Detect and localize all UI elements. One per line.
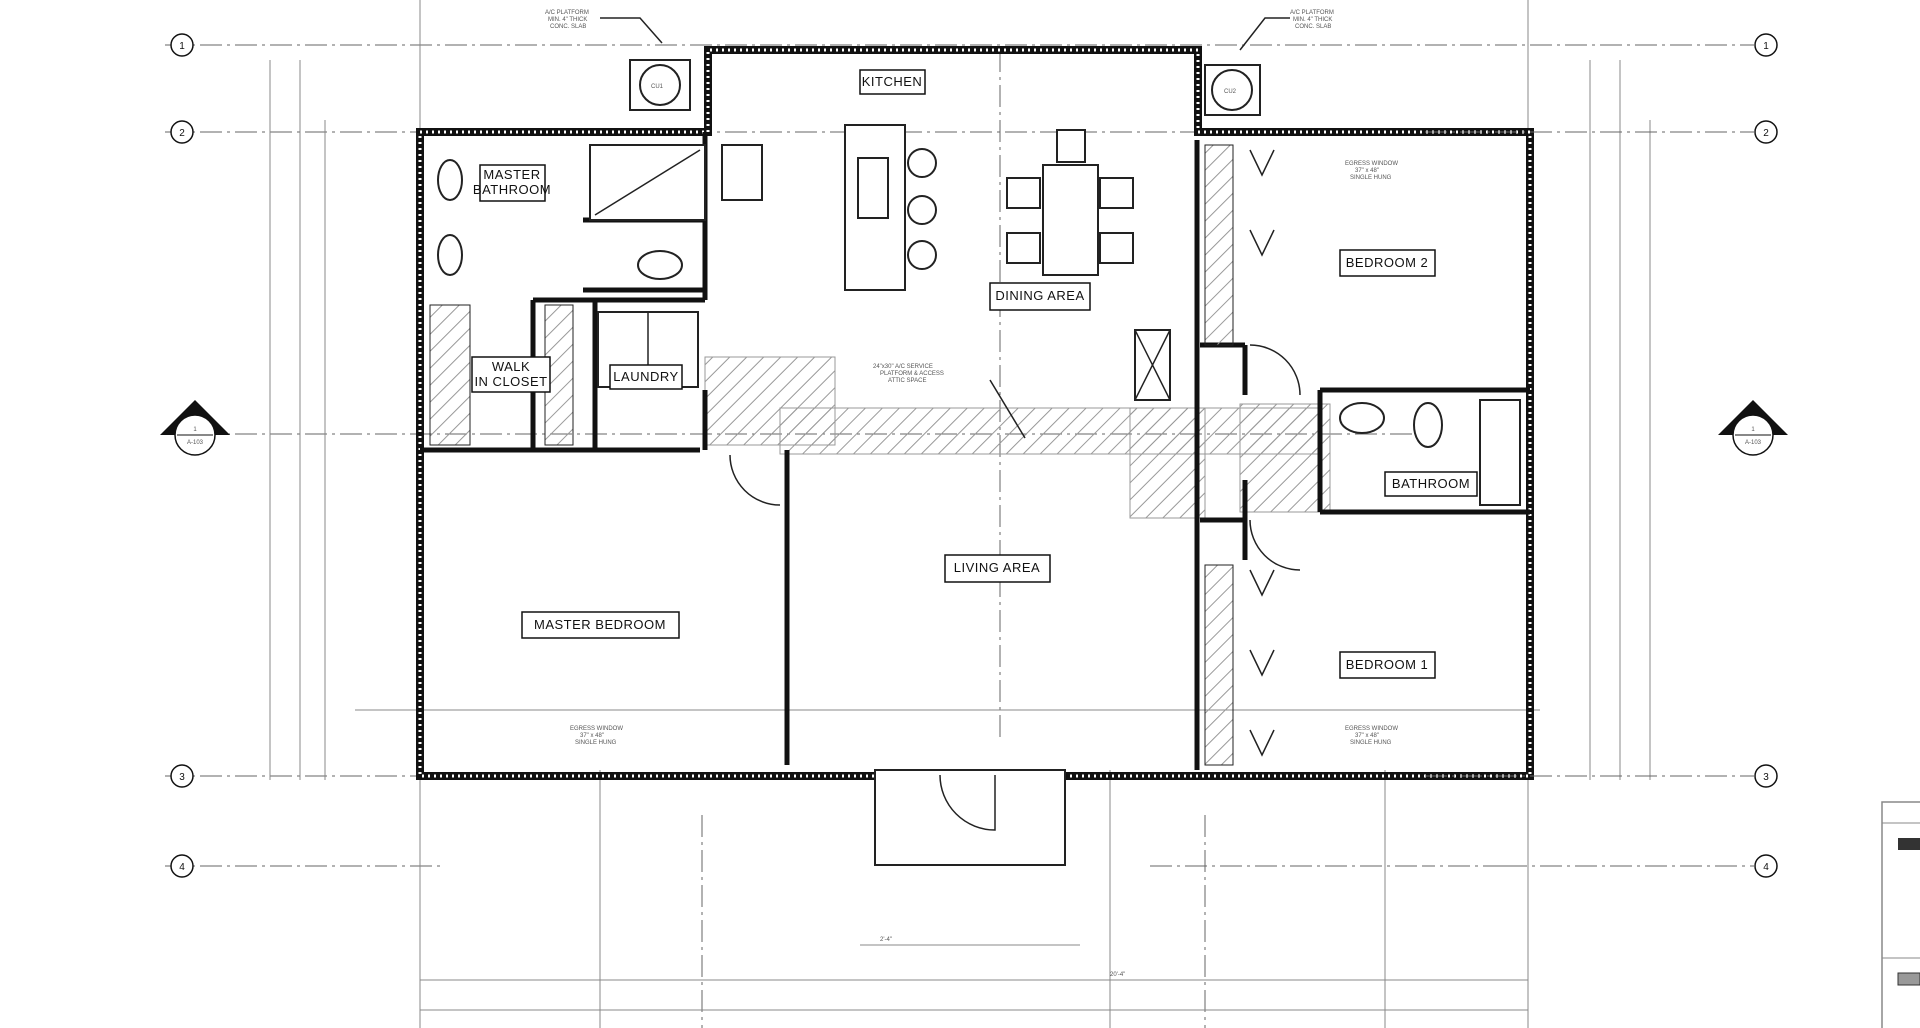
room-label-kitchen: KITCHEN [859,69,926,95]
room-name: BATHROOM [473,182,551,197]
svg-text:2: 2 [1763,128,1769,139]
condenser-label: CU2 [1224,89,1237,95]
toilet [637,250,683,280]
room-label-living-area: LIVING AREA [944,554,1051,583]
note-text: CONC. SLAB [550,24,586,30]
svg-text:A-103: A-103 [187,440,204,446]
grid-bubbles[interactable]: 1 2 3 4 1 2 3 4 [170,33,1778,878]
toilet [1413,402,1443,448]
stool [907,240,937,270]
stool [907,195,937,225]
note-text: EGRESS WINDOW [570,726,623,732]
note-text: 37" x 48" [1355,733,1379,739]
room-label-master-bathroom: MASTER BATHROOM [473,164,551,202]
dining-table [1042,164,1099,276]
room-name: KITCHEN [862,74,923,89]
room-labels: MASTER BATHROOM KITCHEN DINING AREA WALK… [471,69,1478,679]
svg-text:3: 3 [1763,772,1769,783]
note-text: MIN. 4" THICK [1293,17,1332,23]
grid-bubble-1-left: 1 [170,33,194,57]
grid-lines [165,44,1505,1028]
exterior-walls [416,46,1534,780]
sink [437,234,463,276]
note-text: MIN. 4" THICK [548,17,587,23]
grid-bubble-3-right: 3 [1754,764,1778,788]
grid-bubble-4-left: 4 [170,854,194,878]
room-name: DINING AREA [995,288,1084,303]
note-text: 37" x 48" [580,733,604,739]
room-label-bedroom-2: BEDROOM 2 [1339,249,1436,277]
svg-text:4: 4 [1763,862,1769,873]
grid-bubble-4-right: 4 [1754,854,1778,878]
dimension-label: 20'-4" [1110,972,1125,978]
grid-bubble-2-left: 2 [170,120,194,144]
note-text: EGRESS WINDOW [1345,726,1398,732]
svg-text:4: 4 [179,862,185,873]
dimension-lines: 2'-4" 20'-4" [269,0,1651,1028]
note-text: CONC. SLAB [1295,24,1331,30]
note-text: A/C PLATFORM [1290,10,1334,16]
room-label-master-bedroom: MASTER BEDROOM [521,611,680,639]
room-name: BEDROOM 2 [1346,255,1429,270]
svg-text:1: 1 [179,41,185,52]
room-name: WALK [492,359,530,374]
sink [1339,402,1385,434]
room-label-laundry: LAUNDRY [609,364,683,390]
room-name: IN CLOSET [474,374,547,389]
fixtures: CU1 CU2 [437,59,1521,866]
shower [589,144,706,221]
grid-bubble-1-right: 1 [1754,33,1778,57]
legend-box-partial [1881,801,1920,1028]
note-text: 37" x 48" [1355,168,1379,174]
note-text: SINGLE HUNG [1350,175,1392,181]
room-label-dining-area: DINING AREA [989,282,1091,311]
room-name: MASTER BEDROOM [534,617,666,632]
plan-notes: A/C PLATFORM MIN. 4" THICK CONC. SLAB A/… [545,10,1398,746]
section-marker-left[interactable]: 1 A-103 [160,400,230,456]
note-text: A/C PLATFORM [545,10,589,16]
room-name: LAUNDRY [613,369,678,384]
svg-text:1: 1 [1751,427,1755,433]
note-text: SINGLE HUNG [575,740,617,746]
attic-hatch-area [704,356,1331,519]
stool [907,148,937,178]
room-name: BEDROOM 1 [1346,657,1429,672]
condenser-label: CU1 [651,84,664,90]
sink [437,159,463,201]
note-text: SINGLE HUNG [1350,740,1392,746]
grid-bubble-3-left: 3 [170,764,194,788]
note-text: PLATFORM & ACCESS [880,371,944,377]
svg-text:A-103: A-103 [1745,440,1762,446]
room-name: BATHROOM [1392,476,1470,491]
note-text: ATTIC SPACE [888,378,926,384]
room-label-bathroom: BATHROOM [1384,471,1478,497]
svg-text:3: 3 [179,772,185,783]
svg-text:2: 2 [179,128,185,139]
room-label-walk-in-closet: WALK IN CLOSET [471,356,551,393]
section-marker-right[interactable]: 1 A-103 [1718,400,1788,456]
room-name: LIVING AREA [954,560,1040,575]
room-name: MASTER [483,167,540,182]
svg-text:1: 1 [1763,41,1769,52]
room-label-bedroom-1: BEDROOM 1 [1339,651,1436,679]
note-text: EGRESS WINDOW [1345,161,1398,167]
cooktop [721,144,763,201]
front-porch [874,769,1066,866]
dimension-label: 2'-4" [880,937,892,943]
tub [1479,399,1521,506]
svg-text:1: 1 [193,427,197,433]
note-text: 24"x30" A/C SERVICE [873,364,933,370]
grid-bubble-2-right: 2 [1754,120,1778,144]
